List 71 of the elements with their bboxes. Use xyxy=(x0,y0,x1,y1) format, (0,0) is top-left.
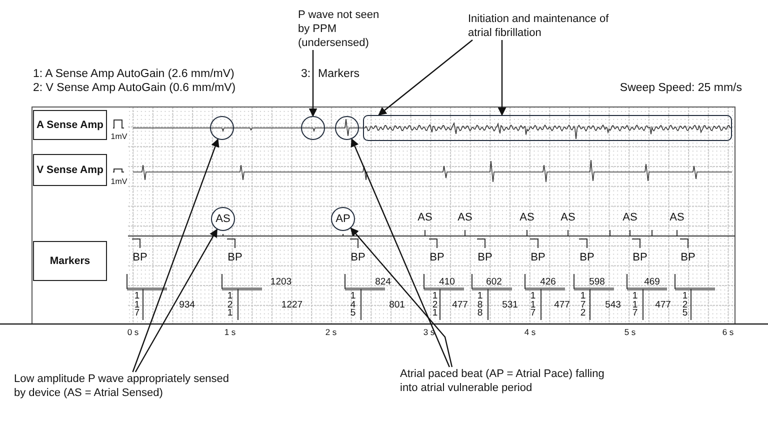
axis-tick-label: 2 s xyxy=(325,328,337,336)
interval-value: 117 xyxy=(632,292,638,318)
leader-arrow xyxy=(378,40,473,116)
callout-text: Low amplitude P wave appropriately sensed by device (AS = Atrial Sensed) xyxy=(14,372,232,400)
interval-value: 543 xyxy=(605,300,621,310)
interval-value: 125 xyxy=(682,292,688,318)
marker-label: AS xyxy=(622,212,638,224)
interval-value: 801 xyxy=(389,300,405,310)
header-text: Sweep Speed: 25 mm/s xyxy=(620,83,742,94)
marker-label: BP xyxy=(132,252,148,264)
marker-label: BP xyxy=(228,252,242,264)
interval-value: 824 xyxy=(375,277,391,287)
interval-value: 598 xyxy=(589,277,605,287)
leader-arrow xyxy=(350,138,450,368)
interval-value: 531 xyxy=(502,300,518,310)
header-text: 2: V Sense Amp AutoGain (0.6 mm/mV) xyxy=(33,83,236,94)
interval-value: 426 xyxy=(540,277,556,287)
axis-tick-label: 4 s xyxy=(524,328,536,336)
leader-arrow xyxy=(308,50,318,117)
marker-label: AS xyxy=(670,212,684,224)
callout-text: Initiation and maintenance of atrial fibrillation xyxy=(468,12,618,40)
interval-value: 121 xyxy=(227,292,233,318)
interval-value: 117 xyxy=(134,292,140,318)
marker-label: BP xyxy=(530,252,546,264)
interval-value: 469 xyxy=(644,277,660,287)
interval-value: 410 xyxy=(439,277,455,287)
interval-value: 602 xyxy=(486,277,502,287)
leader-arrow xyxy=(350,227,453,368)
interval-value: 145 xyxy=(350,292,356,318)
interval-value: 172 xyxy=(580,292,586,318)
interval-value: 477 xyxy=(452,300,468,310)
axis-tick-label: 1 s xyxy=(224,328,236,336)
channel-label: A Sense Amp xyxy=(33,110,107,140)
highlight-circle xyxy=(301,116,325,140)
highlight-circle xyxy=(335,116,359,140)
header-text: 3: xyxy=(301,69,311,80)
marker-label: BP xyxy=(350,252,366,264)
marker-label: BP xyxy=(632,252,648,264)
marker-label: AS xyxy=(458,212,472,224)
highlight-region xyxy=(363,115,732,141)
marker-label: AS xyxy=(418,212,432,224)
marker-label: BP xyxy=(430,252,444,264)
interval-value: 477 xyxy=(554,300,570,310)
leader-arrow xyxy=(134,228,218,372)
interval-value: 121 xyxy=(432,292,438,318)
axis-tick-label: 0 s xyxy=(127,328,139,336)
interval-value: 934 xyxy=(179,300,195,310)
axis-tick-label: 3 s xyxy=(423,328,435,336)
axis-tick-label: 6 s xyxy=(722,328,734,336)
leader-arrow xyxy=(132,138,220,372)
callout-text: Atrial paced beat (AP = Atrial Pace) falling into atrial vulnerable period xyxy=(400,367,610,395)
axis-tick-label: 5 s xyxy=(624,328,636,336)
header-text: 1: A Sense Amp AutoGain (2.6 mm/mV) xyxy=(33,69,234,80)
interval-value: 1203 xyxy=(270,277,292,287)
calibration-label: 1mV xyxy=(110,178,128,186)
interval-value: 477 xyxy=(655,300,671,310)
marker-label: AS xyxy=(560,212,576,224)
channel-label: V Sense Amp xyxy=(33,154,107,186)
marker-label: BP xyxy=(478,252,492,264)
leader-arrow xyxy=(498,40,506,116)
marker-label: BP xyxy=(680,252,696,264)
interval-value: 117 xyxy=(530,292,536,318)
callout-text: P wave not seen by PPM (undersensed) xyxy=(298,8,392,50)
highlight-circle xyxy=(210,116,234,140)
marker-label: AS xyxy=(520,212,534,224)
interval-value: 188 xyxy=(477,292,483,318)
marker-label: BP xyxy=(580,252,594,264)
header-text: Markers xyxy=(318,69,360,80)
interval-value: 1227 xyxy=(281,300,303,310)
calibration-label: 1mV xyxy=(110,133,128,141)
channel-label: Markers xyxy=(33,241,107,281)
